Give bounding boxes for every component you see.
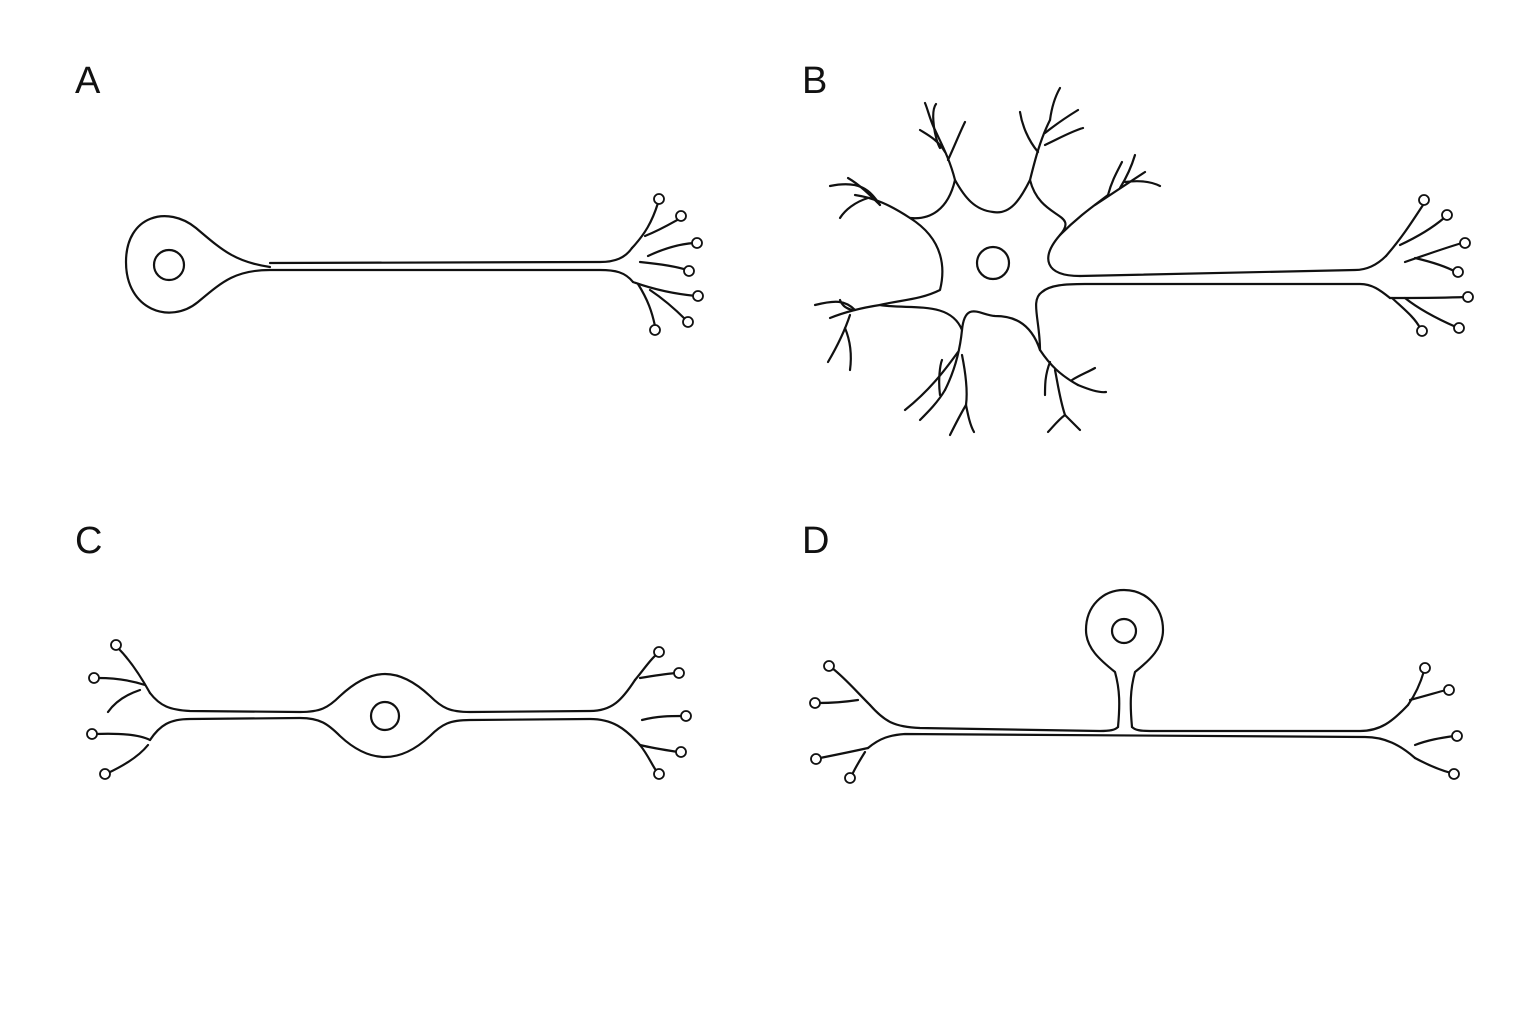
neuron-c-dendrite-tip xyxy=(110,639,122,651)
panel-label-b: B xyxy=(802,60,828,102)
neuron-d-terminal-bouton xyxy=(1443,684,1455,696)
neuron-d-terminal-bouton xyxy=(823,660,835,672)
neuron-b-terminal-bouton xyxy=(1459,237,1471,249)
neuron-d-terminal-bouton xyxy=(1448,768,1460,780)
neuron-b-terminal-bouton xyxy=(1441,209,1453,221)
neuron-b-axon-terminals xyxy=(1384,194,1474,337)
neuron-d-terminal-bouton xyxy=(1451,730,1463,742)
neuron-a-terminal-bouton xyxy=(692,290,704,302)
neuron-d-axon-upper-right xyxy=(1130,703,1410,733)
panel-label-d: D xyxy=(802,520,830,562)
neuron-d-terminal-bouton xyxy=(844,772,856,784)
neuron-a-terminal-bouton xyxy=(653,193,665,205)
neuron-c-body-lower xyxy=(148,716,642,759)
neuron-c-nucleus xyxy=(369,700,401,732)
neuron-c xyxy=(86,639,692,780)
neuron-c-body-upper xyxy=(148,672,637,714)
neuron-d xyxy=(809,588,1463,784)
neuron-b-terminal-bouton xyxy=(1452,266,1464,278)
neuron-a-terminal-bouton xyxy=(649,324,661,336)
neuron-d-axon-lower xyxy=(866,732,1417,760)
neuron-d-central-terminals xyxy=(1406,662,1463,780)
neuron-c-terminal-bouton xyxy=(673,667,685,679)
neuron-a-axon-upper xyxy=(268,246,634,265)
neuron-b-nucleus xyxy=(975,245,1011,281)
neuron-c-terminal-bouton xyxy=(675,746,687,758)
panel-label-a: A xyxy=(75,60,101,102)
neuron-a-terminal-bouton xyxy=(675,210,687,222)
neuron-c-terminal-bouton xyxy=(680,710,692,722)
neuron-c-dendrite-tip xyxy=(88,672,100,684)
neuron-c-dendrite-tip xyxy=(86,728,98,740)
neuron-b-terminal-bouton xyxy=(1418,194,1430,206)
neuron-b-dendrites xyxy=(813,86,1162,437)
neuron-a-nucleus xyxy=(152,248,186,282)
neuron-b-soma-outline xyxy=(878,178,1392,352)
neuron-d-terminal-bouton xyxy=(809,697,821,709)
neuron-d-terminal-bouton xyxy=(810,753,822,765)
neuron-a-terminal-bouton xyxy=(682,316,694,328)
neuron-c-terminal-bouton xyxy=(653,768,665,780)
neuron-a xyxy=(124,193,704,336)
neuron-b-terminal-bouton xyxy=(1453,322,1465,334)
neuron-a-terminal-bouton xyxy=(691,237,703,249)
neuron-a-terminal-bouton xyxy=(683,265,695,277)
neuron-c-terminal-bouton xyxy=(653,646,665,658)
neuron-d-terminal-bouton xyxy=(1419,662,1431,674)
neuron-a-soma-outline xyxy=(124,215,635,314)
neuron-d-axon-upper-left xyxy=(868,703,1120,733)
neuron-d-peripheral-terminals xyxy=(809,660,872,784)
neuron-d-soma-outline xyxy=(1084,588,1165,729)
neuron-d-nucleus xyxy=(1110,617,1138,645)
neuron-c-dendrites xyxy=(86,639,152,780)
neuron-b-terminal-bouton xyxy=(1416,325,1428,337)
neuron-c-dendrite-tip xyxy=(99,768,111,780)
neuron-b-axon-upper xyxy=(1078,254,1388,278)
neuron-b-terminal-bouton xyxy=(1462,291,1474,303)
neuron-b xyxy=(813,86,1474,437)
panel-label-c: C xyxy=(75,520,103,562)
neuron-c-axon-terminals xyxy=(633,646,692,780)
neuron-a-axon-terminals xyxy=(630,193,704,336)
